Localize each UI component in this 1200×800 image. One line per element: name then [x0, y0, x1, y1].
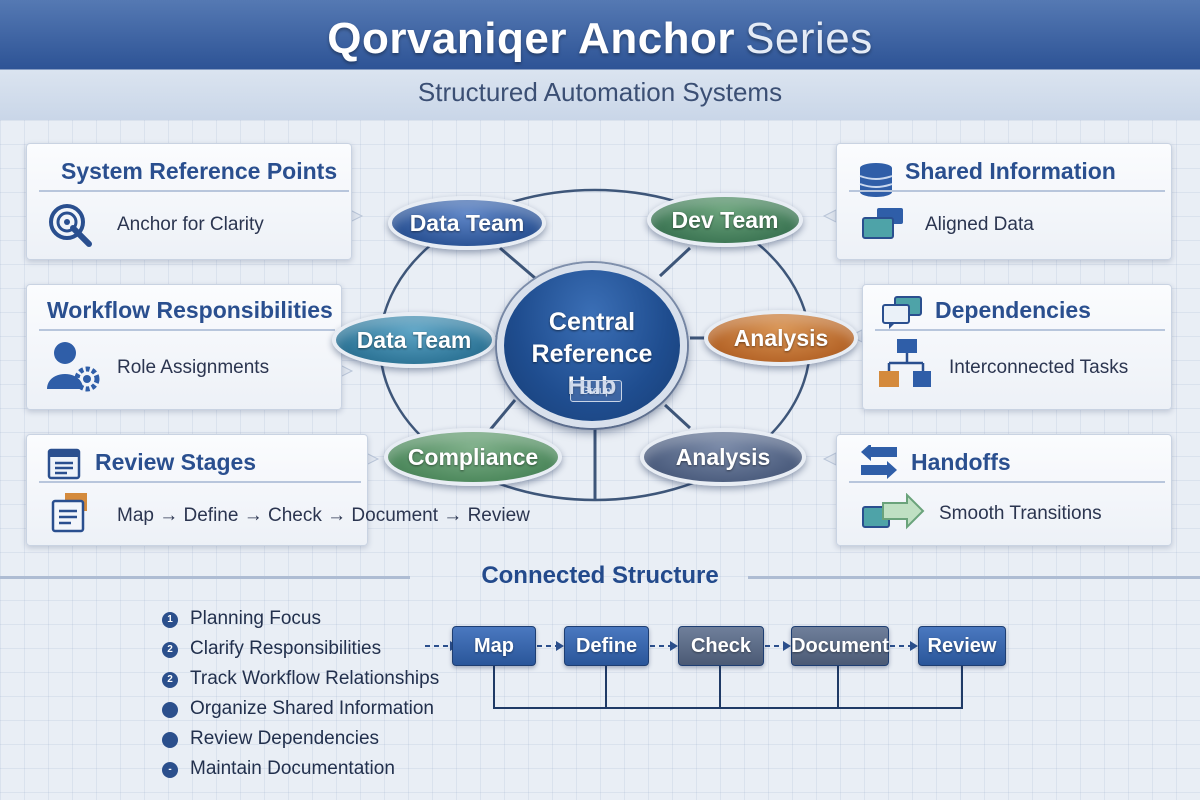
section-title: Connected Structure [481, 562, 719, 589]
chat-boxes-icon [882, 296, 922, 329]
card-shared-information: Shared Information Aligned Data [836, 143, 1172, 260]
pointer-tab [822, 452, 837, 466]
card-divider [39, 481, 361, 483]
list-item-label: Review Dependencies [190, 728, 380, 749]
bullet-number: 1 [162, 612, 178, 628]
card-title: System Reference Points [61, 158, 338, 184]
arrow-head [783, 641, 791, 651]
card-text: Anchor for Clarity [117, 214, 264, 235]
connector-top-right [658, 246, 692, 278]
list-item-label: Planning Focus [190, 608, 321, 629]
central-reference-hub[interactable]: Central Reference Hub Group [497, 263, 687, 428]
node-analysis-bottom[interactable]: Analysis [640, 428, 806, 486]
list-item-label: Clarify Responsibilities [190, 638, 382, 659]
connected-boxes-icon [879, 339, 931, 387]
hub-label-line1: Central [548, 308, 636, 336]
card-dependencies: Dependencies Interconnected Tasks [862, 284, 1172, 410]
title-series: Series [745, 14, 873, 63]
card-divider [39, 190, 349, 192]
card-divider [39, 329, 335, 331]
node-compliance[interactable]: Compliance [384, 428, 562, 486]
page-subtitle: Structured Automation Systems [417, 77, 783, 107]
arrow-head [670, 641, 678, 651]
title-main: Qorvaniqer Anchor [327, 14, 736, 63]
bullet-number: 2 [162, 642, 178, 658]
transfer-arrows-icon [861, 445, 897, 479]
user-gear-icon [47, 342, 100, 392]
header-subtitle-band [0, 0, 1200, 120]
node-analysis-top[interactable]: Analysis [704, 310, 858, 366]
arrow-head [556, 641, 564, 651]
target-search-icon [49, 204, 92, 247]
bullet-number [162, 702, 178, 718]
data-layers-icon [862, 208, 903, 239]
step-document[interactable]: Document [791, 626, 889, 666]
bullet-number [162, 732, 178, 748]
card-title: Review Stages [95, 449, 257, 475]
connector-bottom-left [488, 399, 517, 431]
section-divider-left [0, 576, 410, 579]
node-data-team-mid[interactable]: Data Team [332, 312, 496, 368]
forward-arrow-icon [862, 493, 925, 530]
connector-top-left [499, 246, 536, 280]
connector-bottom-right [663, 403, 692, 430]
section-divider-right [748, 576, 1200, 579]
list-item-label: Maintain Documentation [190, 758, 395, 779]
card-title: Handoffs [911, 449, 1011, 475]
card-text: Smooth Transitions [939, 503, 1102, 524]
card-text: Interconnected Tasks [949, 357, 1129, 378]
step-review[interactable]: Review [918, 626, 1006, 666]
hub-group-badge: Group [570, 380, 622, 402]
list-item-label: Organize Shared Information [190, 698, 434, 719]
arrow-head [910, 641, 918, 651]
node-data-team-top[interactable]: Data Team [388, 196, 546, 250]
document-list-icon [47, 448, 81, 480]
notes-stack-icon [51, 493, 87, 533]
flow-bracket [493, 666, 963, 709]
hub-label: Central Reference Hub [504, 306, 680, 402]
card-divider [875, 329, 1165, 331]
card-divider [849, 481, 1165, 483]
card-system-reference-points: System Reference Points Anchor for Clari… [26, 143, 352, 260]
card-divider [849, 190, 1165, 192]
database-icon [859, 163, 893, 197]
hub-label-line2: Reference Hub [531, 340, 653, 400]
pointer-tab [822, 209, 837, 223]
node-dev-team[interactable]: Dev Team [647, 193, 803, 247]
card-title: Shared Information [905, 158, 1116, 184]
bullet-number: - [162, 762, 178, 778]
card-review-stages: Review Stages Map → Define → Check → Doc… [26, 434, 530, 546]
step-define[interactable]: Define [564, 626, 649, 666]
step-map[interactable]: Map [452, 626, 536, 666]
card-text: Role Assignments [117, 357, 270, 378]
list-item-label: Track Workflow Relationships [190, 668, 440, 689]
step-check[interactable]: Check [678, 626, 764, 666]
card-workflow-responsibilities: Workflow Responsibilities Role Assignmen… [26, 284, 342, 410]
card-title: Workflow Responsibilities [47, 297, 333, 323]
card-text: Map → Define → Check → Document → Review [117, 505, 530, 526]
card-title: Dependencies [935, 297, 1091, 323]
card-handoffs: Handoffs Smooth Transitions [836, 434, 1172, 546]
card-text: Aligned Data [925, 214, 1034, 235]
bullet-number: 2 [162, 672, 178, 688]
